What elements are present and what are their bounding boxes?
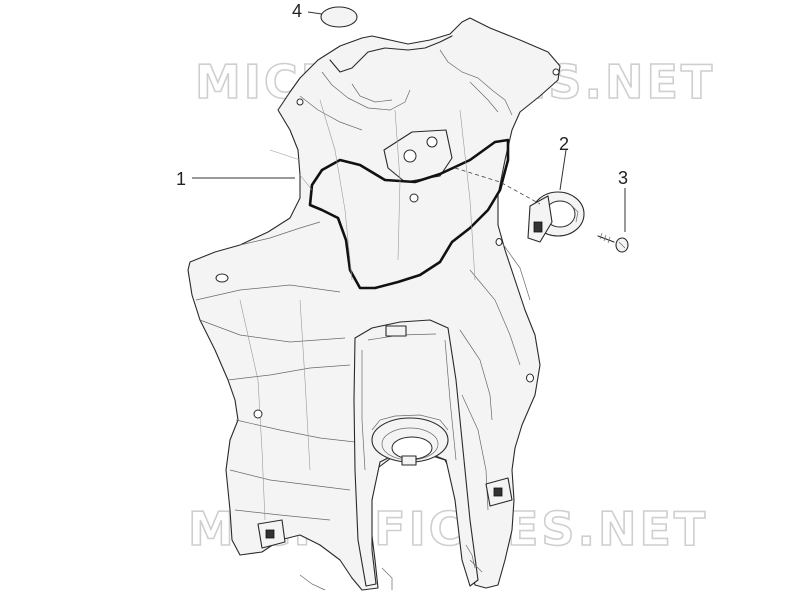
part-2-ring xyxy=(527,191,585,243)
leader-2 xyxy=(559,149,567,191)
callout-1: 1 xyxy=(176,169,186,189)
part-4-plug-cap xyxy=(320,6,358,28)
callout-3: 3 xyxy=(618,168,628,188)
part-1-leg-shield xyxy=(187,17,561,591)
callout-2: 2 xyxy=(559,134,569,154)
callout-4: 4 xyxy=(292,1,302,21)
leader-4 xyxy=(307,11,323,15)
part-3-screw xyxy=(597,232,629,253)
